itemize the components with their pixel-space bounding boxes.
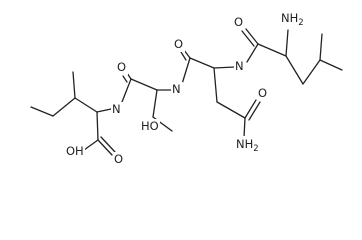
bond-ile-ca-cb	[74, 97, 98, 113]
atom-nh2-side: NH2	[234, 136, 262, 154]
bond-asn-cb-cg	[216, 101, 246, 119]
bond-leu-ca-cb	[285, 55, 304, 85]
bond-cooh-co-a	[97, 139, 113, 156]
atom-o-leu-text: O	[234, 15, 243, 29]
bond-side-c-n	[243, 117, 246, 139]
atom-nh2-text: NH2	[281, 11, 304, 28]
bond-leu-cg-cd2	[319, 33, 323, 61]
atom-oh-threonine: HO	[140, 119, 160, 134]
atom-n-thr-ile: N	[111, 102, 123, 117]
bond-asn-ca-c	[189, 57, 215, 69]
bond-leu-c-n	[246, 43, 259, 63]
bond-leu-co-b	[241, 30, 255, 47]
bond-thr-ca-c	[130, 78, 158, 91]
atom-oh-thr-text: HO	[141, 119, 159, 133]
label-bg	[111, 102, 123, 117]
bond-leu-cb-cg	[302, 59, 321, 85]
bond-side-co-b	[248, 101, 261, 121]
bond-ile-cb-cg2	[72, 71, 76, 99]
bond-ile-cg1-cd	[30, 106, 54, 117]
bond-ile-cb-cg1	[52, 97, 76, 117]
atom-n-thr-text: N	[112, 102, 121, 116]
label-bg	[233, 15, 245, 30]
atom-o-thr-carbonyl: O	[116, 60, 128, 75]
atom-o-carboxyl: O	[113, 152, 125, 167]
atom-o-asn-carbonyl: O	[173, 37, 185, 52]
atom-label-layer: NH2 O N O N O NH2	[65, 10, 307, 167]
atom-nh2-amine: NH2	[279, 10, 307, 28]
label-bg	[173, 37, 185, 52]
atom-n-leu-asn: N	[234, 59, 246, 74]
atom-o-side-carbonyl: O	[257, 86, 269, 101]
label-bg	[234, 136, 262, 152]
bond-leu-ca-c	[257, 43, 287, 57]
bond-ile-ca-cooh	[96, 111, 99, 141]
label-bg	[257, 86, 269, 101]
bond-leu-co-a	[245, 28, 259, 45]
bond-asn-c-n	[181, 57, 191, 85]
bond-side-co-a	[244, 99, 257, 119]
label-bg	[140, 119, 160, 134]
atom-n-asn-thr: N	[171, 82, 183, 97]
atom-oh-acid-text: OH	[66, 144, 84, 158]
atom-o-thr-text: O	[117, 60, 126, 74]
atom-o-acid-text: O	[114, 152, 123, 166]
bond-asn-co-b	[180, 51, 187, 61]
atom-o-asn-text: O	[174, 37, 183, 51]
label-bg	[234, 59, 246, 74]
bond-asn-ca-cb	[213, 67, 218, 103]
label-bg	[116, 60, 128, 75]
bond-leu-ca-n	[285, 29, 289, 57]
molecule-structure: NH2 O N O N O NH2	[30, 10, 343, 167]
bond-leu-cg-cd1	[319, 59, 343, 71]
label-bg	[113, 152, 125, 167]
bond-ile-n-ca	[96, 108, 112, 113]
atom-o-leu-carbonyl: O	[233, 15, 245, 30]
bond-thr-ca-cb	[152, 89, 158, 118]
bond-cooh-oh	[83, 139, 99, 151]
atom-o-side-text: O	[258, 86, 267, 100]
bond-thr-co-b	[122, 75, 128, 83]
atom-n-leu-text: N	[235, 59, 244, 73]
bond-thr-c-n	[121, 78, 132, 103]
label-bg	[171, 82, 183, 97]
bond-cooh-co-b	[100, 136, 116, 153]
atom-nh2-side-text: NH2	[236, 137, 259, 154]
label-bg	[279, 10, 307, 26]
atom-n-asn-text: N	[172, 82, 181, 96]
atom-oh-carboxyl: OH	[65, 144, 85, 159]
bond-layer	[30, 28, 343, 156]
bond-n-asn-ca	[213, 66, 236, 69]
label-bg	[65, 144, 85, 159]
